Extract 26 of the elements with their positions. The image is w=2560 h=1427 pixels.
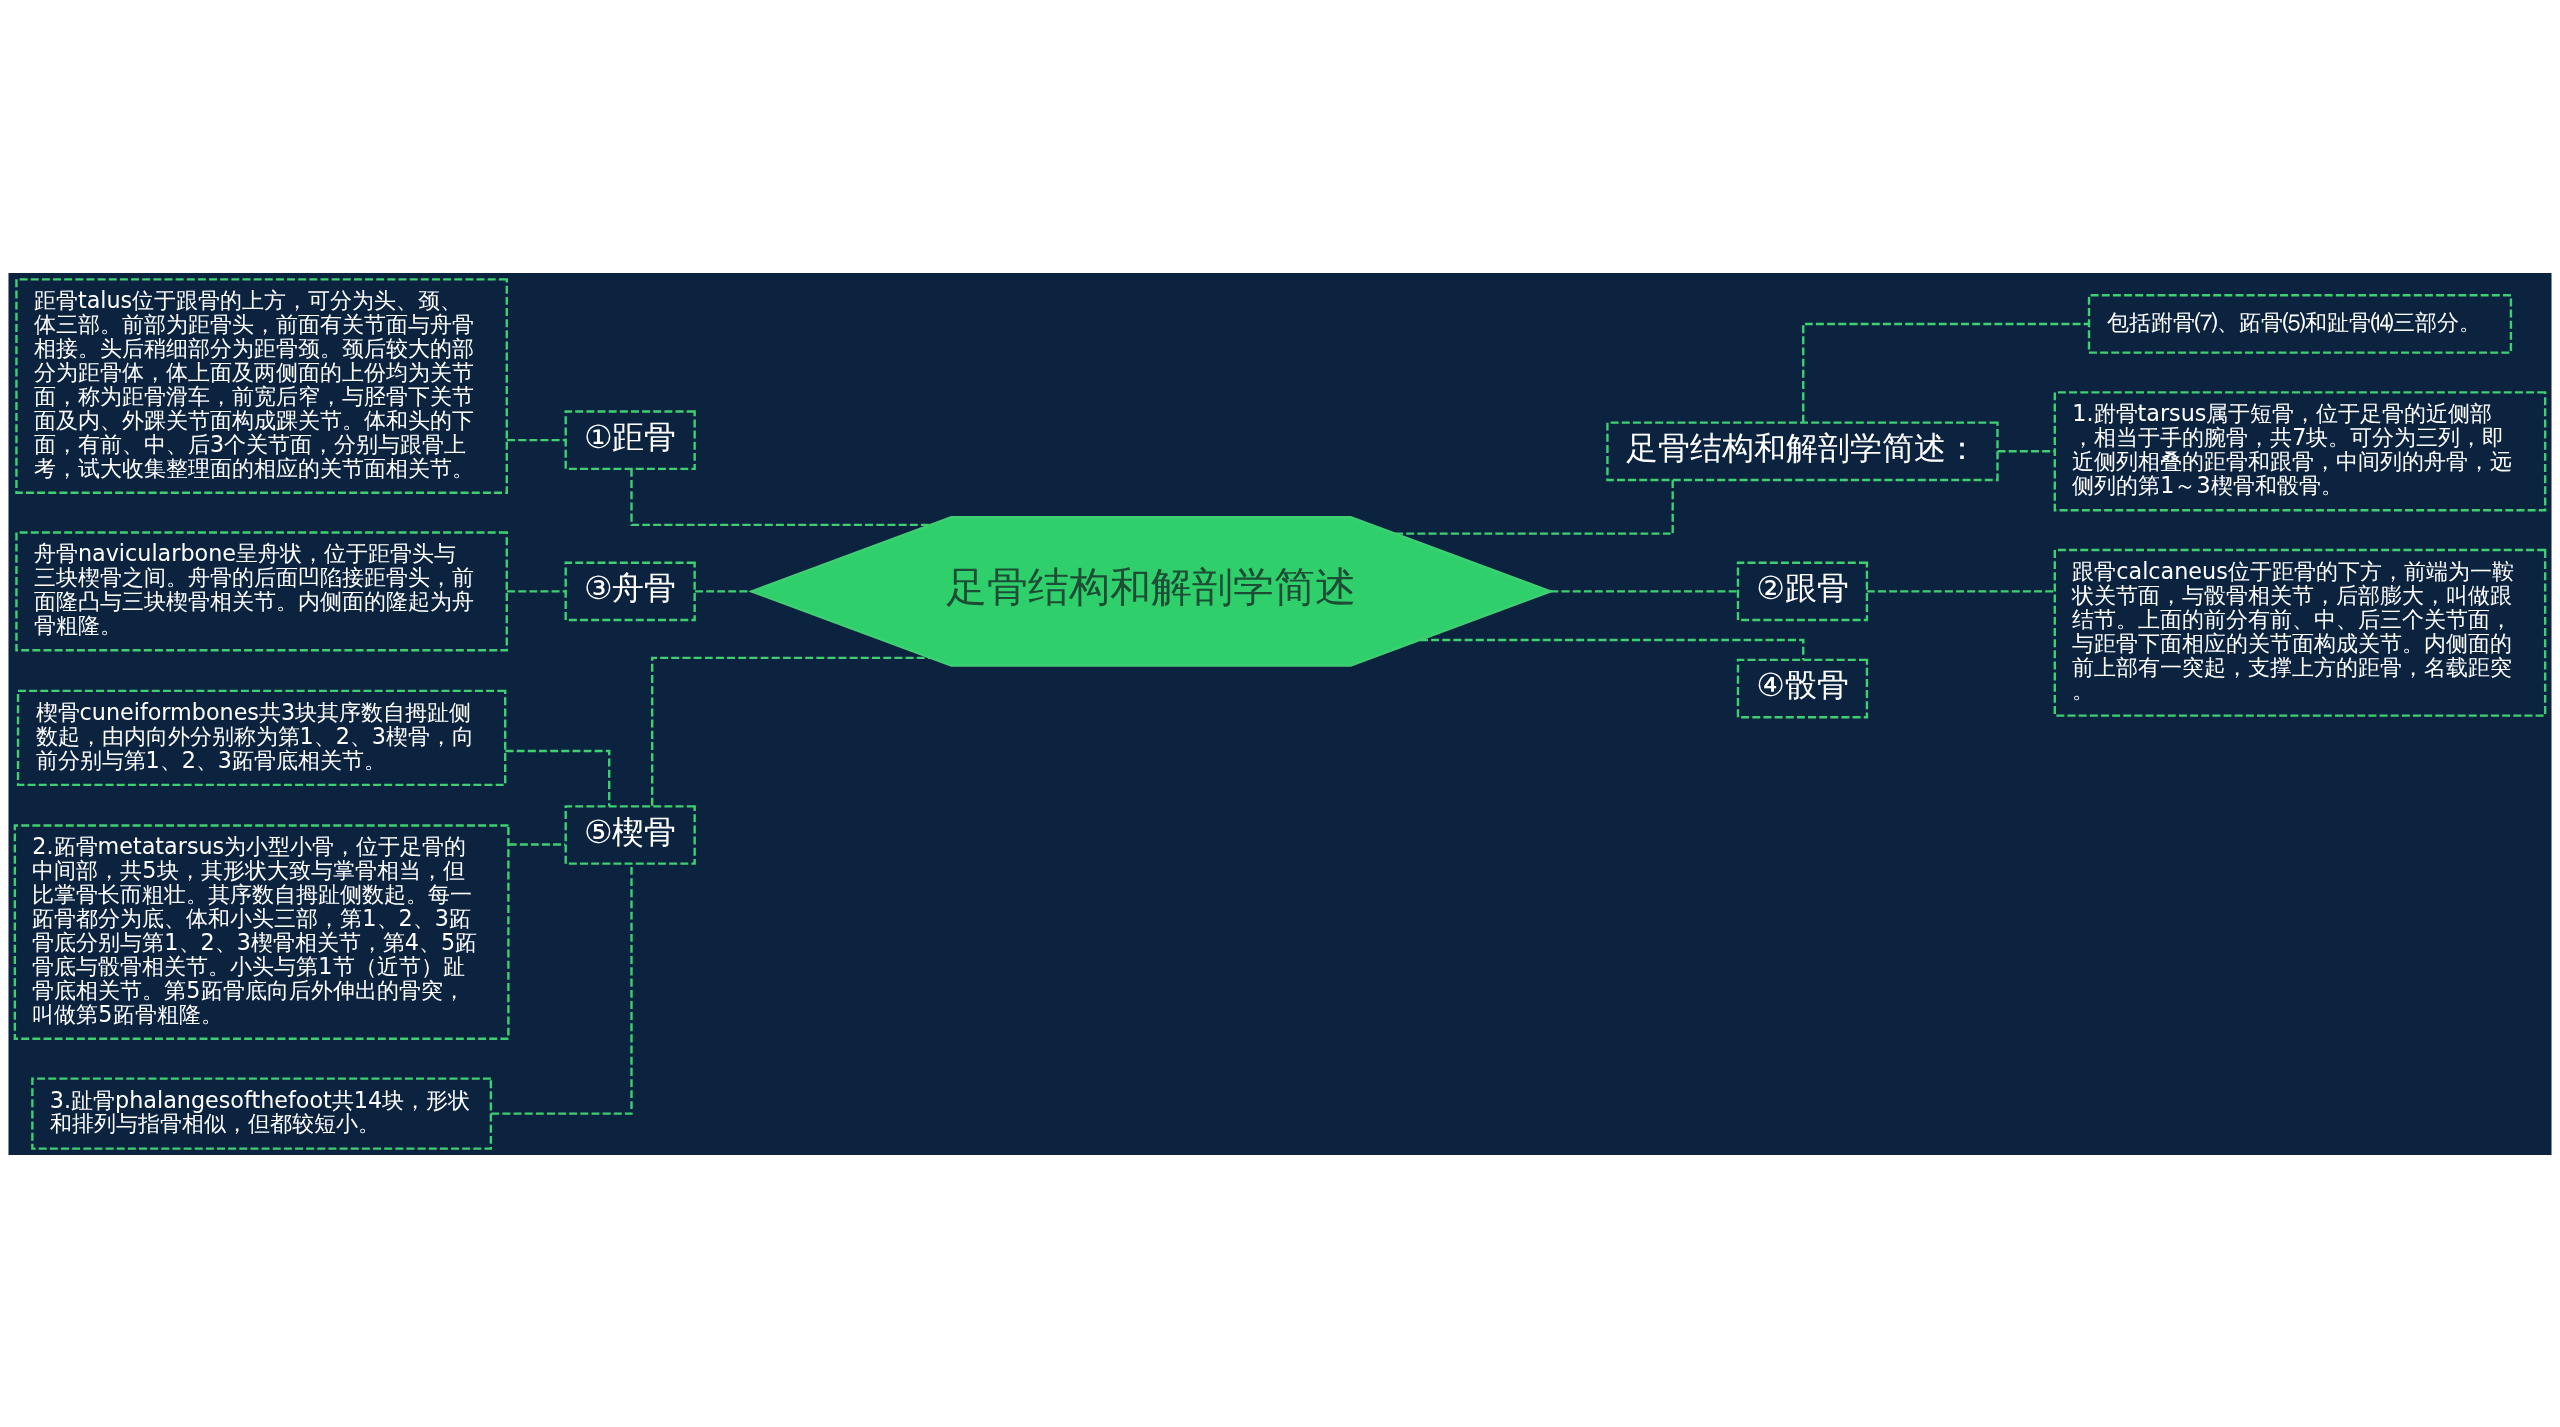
connector xyxy=(508,842,566,846)
connector xyxy=(506,438,566,441)
connector xyxy=(1997,449,2055,452)
node-box: 楔骨cuneiformbones共3块其序数自拇趾侧数起，由内向外分别称为第1、2、3楔骨，向前分别与第1、2、3跖骨底相关节。 xyxy=(16,689,507,786)
node-box: 跟骨calcaneus位于距骨的下方，前端为一鞍状关节面，与骰骨相关节，后部膨大，叫做跟结节。上面的前分有前、中、后三个关节面，与距骨下面相应的关节面构成关节。内侧面的前上部有一突起，支撑上方的距骨，名载距突。 xyxy=(2053,548,2547,717)
node-box: 足骨结构和解剖学简述： xyxy=(1606,420,1999,481)
node-box: 2.跖骨metatarsus为小型小骨，位于足骨的中间部，共5块，其形状大致与掌骨相当，但比掌骨长而粗壮。其序数自拇趾侧数起。每一跖骨都分为底、体和小头三部，第1、2、3跖骨底分别与第1、2、3楔骨相关节，第4、5跖骨底与骰骨相关节。小头与第1节（近节）趾骨底相关节。第5跖骨底向后外伸出的骨突，叫做第5跖骨粗隆。 xyxy=(13,823,510,1040)
connector xyxy=(1802,322,2089,422)
node-box: ③舟骨 xyxy=(564,561,696,621)
connector xyxy=(1550,589,1738,593)
connector xyxy=(1867,589,2055,593)
node-box: 包括跗骨⑺、跖骨⑸和趾骨⒁三部分。 xyxy=(2087,293,2513,354)
node-box: 3.趾骨phalangesofthefoot共14块，形状和排列与指骨相似，但都较短小。 xyxy=(31,1076,493,1150)
node-box: ⑤楔骨 xyxy=(564,804,696,865)
node-box: ②跟骨 xyxy=(1736,561,1869,621)
connector xyxy=(506,589,566,593)
node-box: 舟骨navicularbone呈舟状，位于距骨头与三块楔骨之间。舟骨的后面凹陷接距骨头，前面隆凸与三块楔骨相关节。内侧面的隆起为舟骨粗隆。 xyxy=(15,530,508,651)
connector xyxy=(651,656,931,806)
node-box: ①距骨 xyxy=(564,409,696,470)
connector xyxy=(695,589,752,593)
node-box: 1.跗骨tarsus属于短骨，位于足骨的近侧部，相当于手的腕骨，共7块。可分为三列，即近侧列相叠的距骨和跟骨，中间列的舟骨，远侧列的第1～3楔骨和骰骨。 xyxy=(2053,390,2547,511)
connector xyxy=(505,749,611,806)
connector xyxy=(630,468,931,526)
connector xyxy=(1395,479,1674,535)
node-box: ④骰骨 xyxy=(1736,658,1869,718)
node-box: 距骨talus位于跟骨的上方，可分为头、颈、体三部。前部为距骨头，前面有关节面与舟骨相接。头后稍细部分为距骨颈。颈后较大的部分为距骨体，体上面及两侧面的上份均为关节面，称为距骨滑车，前宽后窄，与胫骨下关节面及内、外踝关节面构成踝关节。体和头的下面，有前、中、后3个关节面，分别与跟骨上考，试大收集整理面的相应的关节面相关节。 xyxy=(15,277,508,494)
